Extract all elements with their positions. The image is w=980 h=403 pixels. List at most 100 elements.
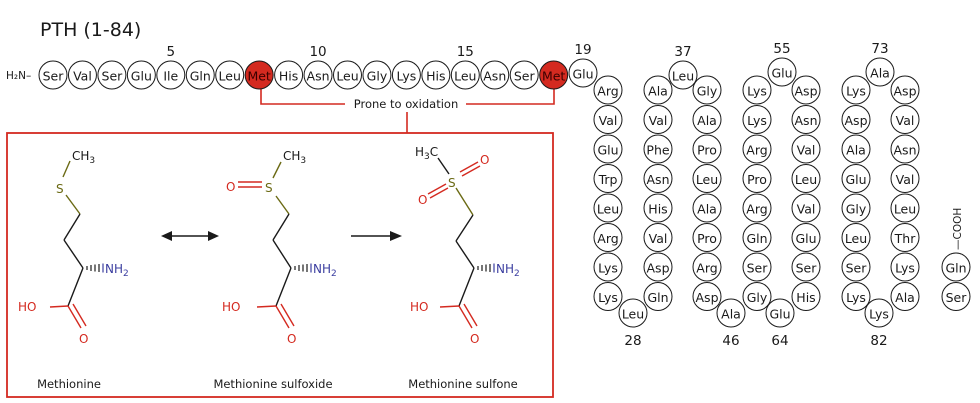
atom-h3c: H3C: [415, 145, 438, 162]
residue-circle: [890, 75, 920, 105]
residue-circle: [215, 60, 245, 90]
residue-circle: [791, 223, 821, 252]
residue-label: His: [426, 69, 445, 84]
residue-label: Asp: [845, 113, 868, 128]
residue-5: Ile: [156, 60, 186, 90]
residue-circle: [593, 223, 623, 252]
residue-circle: [890, 193, 920, 223]
residue-label: Leu: [696, 172, 718, 187]
structure-methionine: CH3 S NH2 HO O Methionine: [18, 149, 129, 391]
oxidation-callout: Prone to oxidation: [260, 89, 555, 133]
residue-circle: [303, 60, 333, 90]
residue-label: Leu: [845, 231, 867, 246]
residue-circle: [643, 282, 673, 311]
residue-label: Val: [599, 113, 618, 128]
residue-label: Leu: [622, 307, 644, 322]
residue-50: Arg: [742, 193, 772, 223]
residue-67: Leu: [841, 223, 871, 252]
residue-label: Ala: [895, 290, 915, 305]
residue-circle: [593, 105, 623, 134]
residue-label: Leu: [219, 69, 241, 84]
residue-55: Glu: [767, 57, 797, 87]
bond: [63, 239, 84, 269]
residue-28: Leu: [618, 298, 648, 328]
residue-54: Lys: [742, 75, 772, 105]
atom-ho: HO: [18, 300, 36, 314]
residue-circle: [643, 223, 673, 252]
residue-circle: [742, 105, 772, 134]
bond: [67, 267, 84, 307]
residue-label: Lys: [895, 261, 915, 276]
residue-22: Glu: [593, 134, 623, 164]
residue-label: Met: [247, 69, 270, 84]
residue-circle: [791, 282, 821, 311]
bond: [256, 305, 277, 308]
position-number-5: 5: [167, 44, 176, 60]
structure-name-methionine-sulfoxide: Methionine sulfoxide: [213, 377, 332, 391]
residue-18: Met: [539, 60, 569, 90]
position-number-15: 15: [457, 44, 474, 60]
bond: [275, 267, 292, 307]
residue-20: Arg: [593, 75, 623, 105]
residue-label: Arg: [597, 84, 618, 99]
residue-label: Glu: [795, 231, 816, 246]
residue-59: Leu: [791, 164, 821, 193]
residue-label: Val: [896, 172, 915, 187]
bond: [463, 303, 478, 327]
residue-label: Asn: [795, 113, 818, 128]
residue-23: Trp: [593, 164, 623, 193]
bond: [49, 305, 69, 308]
residue-circle: [593, 252, 623, 282]
atom-s-oxygen-2: O: [418, 193, 427, 207]
residue-75: Val: [890, 105, 920, 134]
residue-circle: [156, 60, 186, 90]
residue-70: Ala: [841, 134, 871, 164]
residue-19: Glu: [568, 58, 598, 88]
residue-circle: [38, 60, 68, 90]
residue-label: Asp: [696, 290, 719, 305]
structure-methionine-sulfoxide: CH3 S O NH2 HO O Methionine sulfoxide: [213, 149, 336, 391]
residue-circle: [421, 60, 451, 90]
residue-37: Leu: [668, 60, 698, 90]
residue-circle: [450, 60, 480, 90]
residue-label: Arg: [746, 202, 767, 217]
residue-circle: [391, 60, 421, 90]
residue-4: Glu: [126, 60, 156, 90]
position-number-55: 55: [773, 41, 790, 57]
atom-o: O: [470, 332, 479, 346]
residue-circle: [593, 193, 623, 223]
residue-circle: [692, 105, 722, 134]
bond: [437, 157, 450, 175]
residue-label: Glu: [572, 67, 593, 82]
residue-73: Ala: [865, 57, 895, 87]
position-number-82: 82: [870, 333, 887, 349]
bond: [458, 267, 475, 307]
residue-circle: [742, 252, 772, 282]
residue-25: Arg: [593, 223, 623, 252]
residue-64: Glu: [765, 298, 795, 328]
residue-66: Ser: [841, 252, 871, 282]
bond: [459, 161, 479, 173]
residue-24: Leu: [593, 193, 623, 223]
residue-label: Met: [542, 69, 565, 84]
residue-circle: [890, 105, 920, 134]
residue-69: Glu: [841, 164, 871, 193]
residue-71: Asp: [841, 105, 871, 134]
bond: [455, 214, 474, 242]
bond: [272, 239, 292, 269]
atom-nh2: NH2: [105, 262, 129, 279]
residue-42: Ala: [692, 193, 722, 223]
residue-label: Gly: [846, 202, 867, 217]
position-number-37: 37: [674, 44, 691, 60]
structure-name-methionine-sulfone: Methionine sulfone: [408, 377, 517, 391]
residue-circle: [618, 298, 648, 328]
residue-label: Val: [649, 231, 668, 246]
residue-label: Val: [797, 143, 816, 158]
residue-circle: [791, 105, 821, 134]
residue-circle: [692, 223, 722, 252]
residue-label: Glu: [769, 307, 790, 322]
oxidized-residue-circle: [539, 60, 569, 90]
structure-name-methionine: Methionine: [37, 377, 101, 391]
